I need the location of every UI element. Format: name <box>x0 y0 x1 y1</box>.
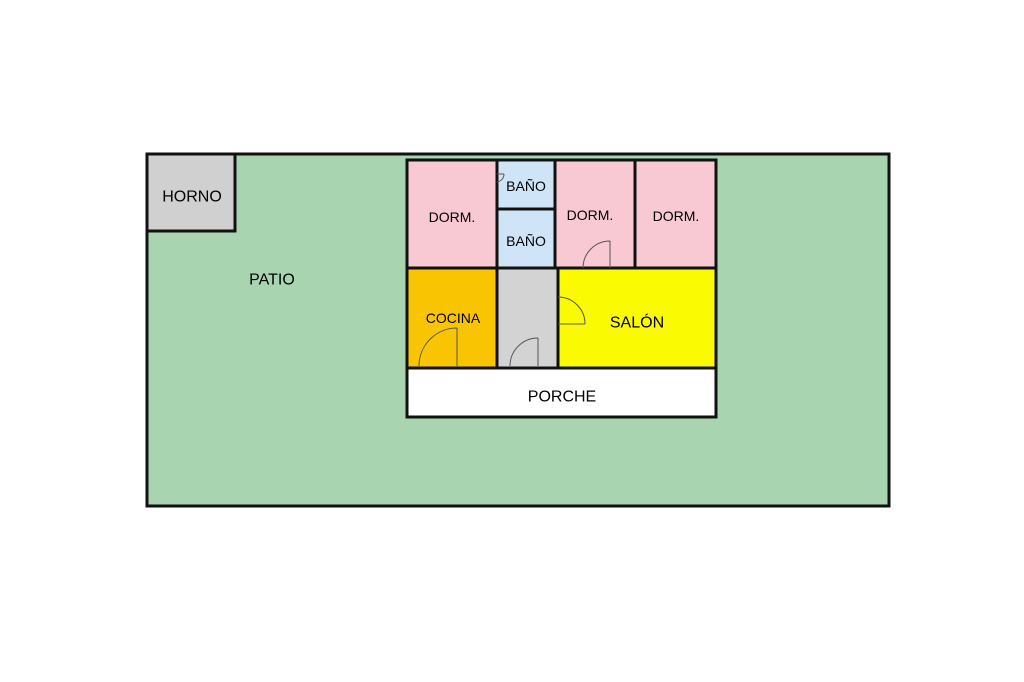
horno-label: HORNO <box>162 189 222 206</box>
dorm-label-3: DORM. <box>653 208 700 224</box>
bano-label-2: BAÑO <box>506 233 546 249</box>
dorm-label-1: DORM. <box>429 209 476 225</box>
horno-room <box>145 152 237 233</box>
pasillo-room <box>495 266 560 370</box>
salon-label: SALÓN <box>610 313 664 332</box>
dorm-label-2: DORM. <box>567 207 614 223</box>
porche-label: PORCHE <box>528 389 596 406</box>
bano-label-1: BAÑO <box>506 178 546 194</box>
patio-label: PATIO <box>249 272 295 289</box>
cocina-label: COCINA <box>426 310 481 326</box>
door-swing-cocina <box>418 327 458 367</box>
porche-area <box>405 366 718 419</box>
dorm-room-2 <box>553 158 637 270</box>
door-swings <box>418 173 611 367</box>
door-swing-salon <box>557 296 586 325</box>
door-swing-dorm-2 <box>582 240 611 269</box>
door-swing-bano-1 <box>496 173 505 183</box>
door-swing-pasillo <box>509 337 539 367</box>
